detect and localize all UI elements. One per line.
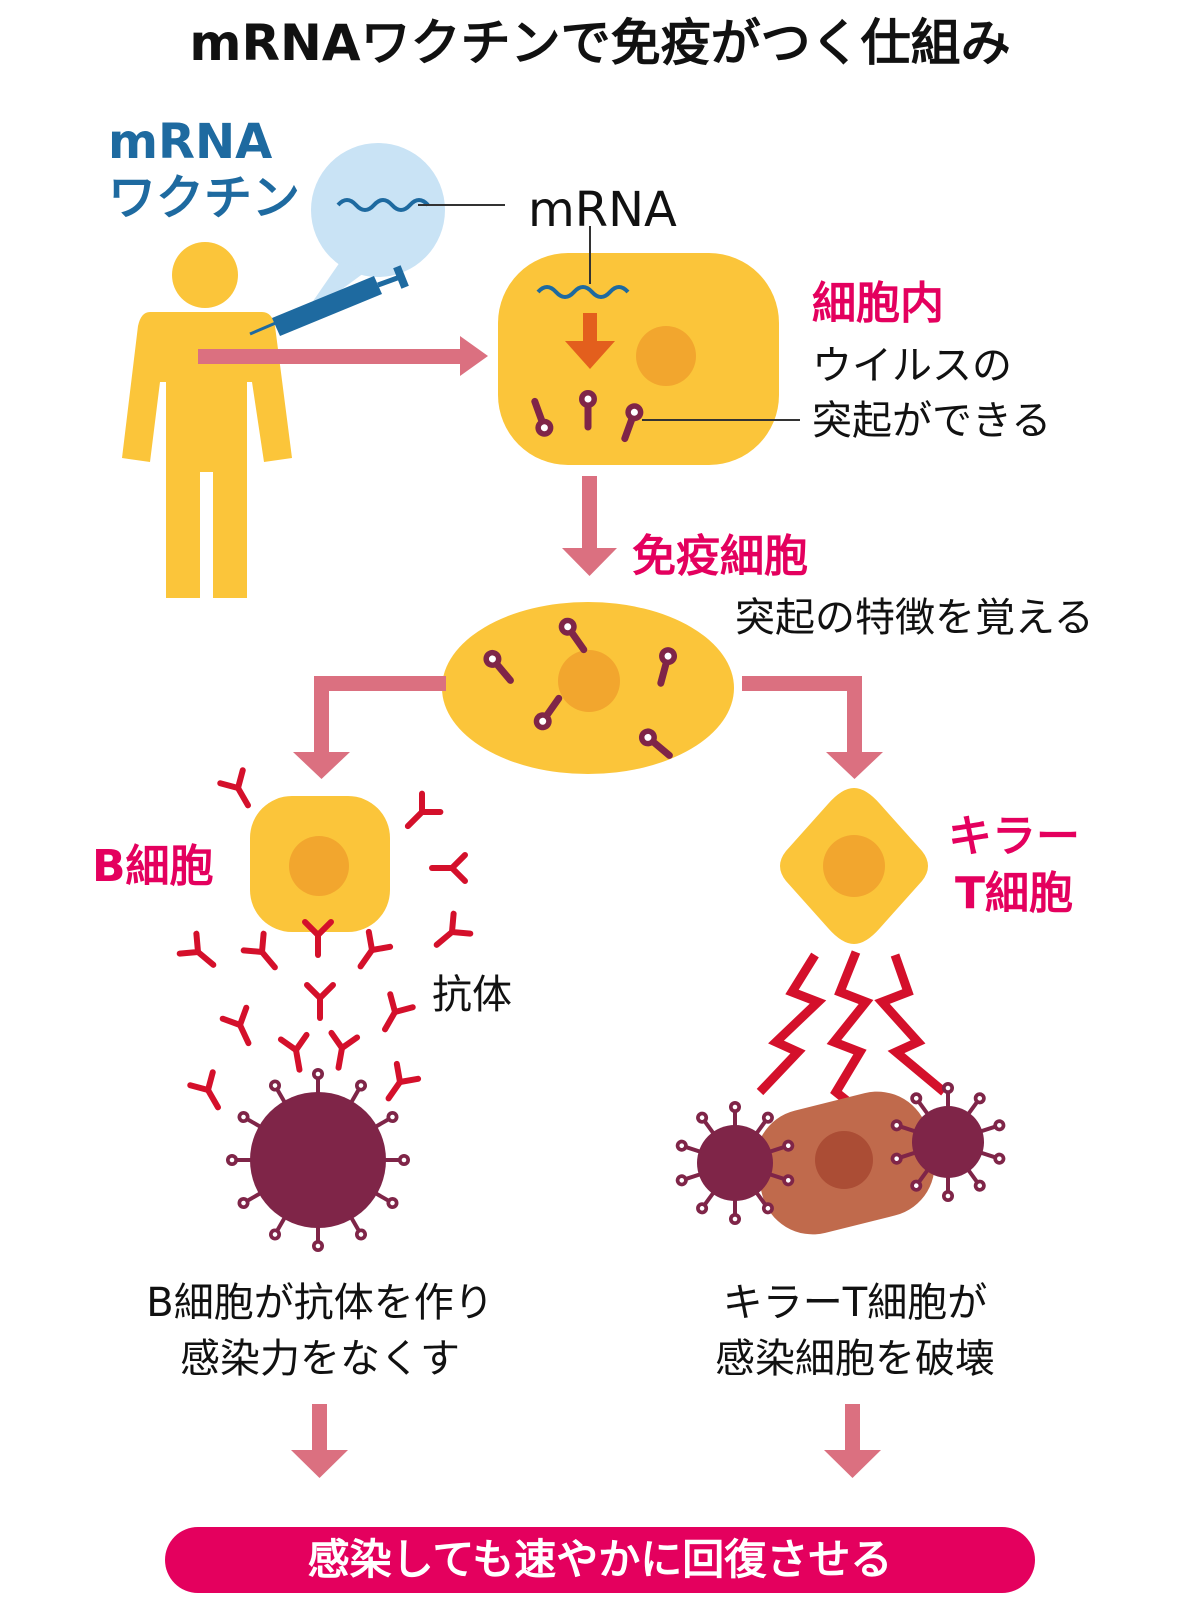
syringe-icon	[249, 265, 409, 336]
cell-icon	[498, 253, 779, 465]
b-cell-heading: B細胞	[92, 841, 214, 892]
immune-cell-desc: 突起の特徴を覚える	[735, 595, 1094, 641]
page-title: mRNAワクチンで免疫がつく仕組み	[189, 14, 1011, 72]
person-icon	[122, 242, 292, 598]
b-cell-caption-line1: B細胞が抗体を作り	[146, 1280, 494, 1326]
intracellular-desc-line1: ウイルスの	[812, 343, 1012, 389]
b-cell-caption-line2: 感染力をなくす	[180, 1336, 460, 1382]
killer-t-heading-line2: T細胞	[955, 868, 1074, 919]
cell-icon	[442, 602, 734, 774]
virus-icon	[224, 1066, 412, 1254]
arrow-icon	[198, 336, 488, 376]
intracellular-desc-line2: 突起ができる	[812, 398, 1052, 444]
conclusion-text: 感染しても速やかに回復させる	[307, 1535, 893, 1584]
killer-t-caption-line2: 感染細胞を破壊	[715, 1336, 995, 1382]
cell-icon	[780, 788, 928, 944]
vaccine-label-line2: ワクチン	[108, 170, 301, 226]
mrna-label: mRNA	[528, 182, 677, 238]
virus-icon	[887, 1080, 1009, 1204]
mrna-strand-icon	[336, 198, 430, 212]
mrna-strand-icon	[536, 285, 630, 299]
killer-t-heading-line1: キラー	[948, 811, 1080, 862]
antibody-label: 抗体	[432, 972, 512, 1018]
vaccine-label-line1: mRNA	[108, 114, 273, 170]
intracellular-heading: 細胞内	[812, 278, 944, 329]
arrow-icon	[293, 676, 883, 779]
arrow-icon	[291, 1404, 881, 1478]
killer-t-caption-line1: キラーT細胞が	[722, 1280, 988, 1326]
immune-cell-heading: 免疫細胞	[632, 531, 808, 582]
conclusion-banner: 感染しても速やかに回復させる	[165, 1527, 1035, 1593]
virus-icon	[672, 1099, 798, 1227]
cell-icon	[755, 1091, 935, 1235]
arrow-icon	[565, 313, 615, 369]
arrow-icon	[562, 476, 617, 576]
cell-icon	[250, 796, 390, 932]
lightning-attack-icon	[756, 950, 947, 1112]
